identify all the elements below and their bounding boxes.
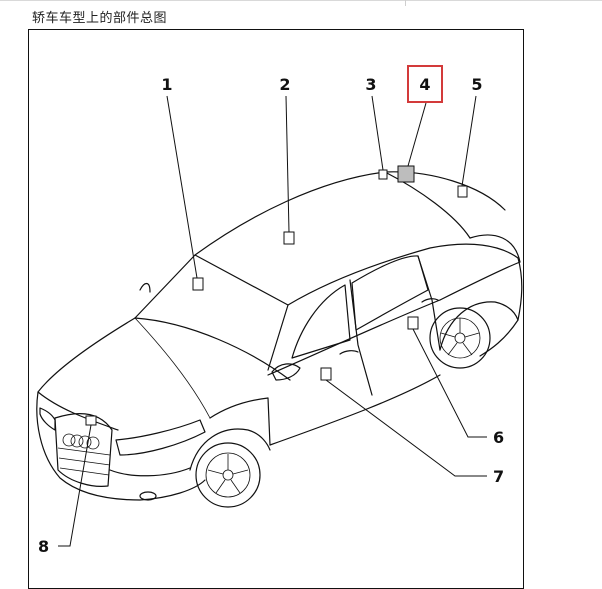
car-hood <box>37 317 136 431</box>
car-logo-rings <box>62 433 100 450</box>
car-front-rim <box>205 452 251 498</box>
callout-3: 3 <box>365 75 376 94</box>
car-roof <box>194 171 506 256</box>
car-front-bumper <box>109 467 191 477</box>
callout-6: 6 <box>493 428 504 447</box>
car-side-mirror <box>271 363 301 381</box>
car-sill <box>269 374 441 446</box>
callout-2: 2 <box>279 75 290 94</box>
car-grille-bars <box>57 447 111 476</box>
leader-lines <box>58 95 487 547</box>
leader-2 <box>285 95 290 233</box>
leader-6 <box>412 328 487 438</box>
component-parts <box>85 165 468 426</box>
leader-7 <box>325 379 487 477</box>
leader-3 <box>371 95 384 171</box>
car-headlight-left <box>39 407 56 431</box>
car-windshield <box>134 254 289 319</box>
car-hood-crease <box>134 317 211 419</box>
car-windshield-bottom <box>134 317 291 381</box>
callout-4: 4 <box>419 75 430 94</box>
car-rear-door-handle <box>421 298 439 303</box>
part-6-box <box>407 316 419 330</box>
part-1-box <box>192 277 204 291</box>
part-3-box <box>378 169 388 180</box>
car-illustration <box>36 171 523 508</box>
leader-4 <box>407 102 427 167</box>
car-rear-body <box>479 257 523 357</box>
car-front-door-handle <box>339 350 359 355</box>
car-rear-door <box>417 255 441 351</box>
part-2-box <box>283 231 295 245</box>
top-rule <box>0 0 602 1</box>
car-rear-side-window <box>351 255 429 331</box>
car-rear-quarter <box>439 261 521 301</box>
part-4-box <box>397 165 415 183</box>
page-title: 轿车车型上的部件总图 <box>32 11 168 26</box>
car-front-side-window <box>291 284 351 359</box>
car-rear-hub <box>454 332 466 344</box>
callout-labels: 1 2 3 4 5 6 7 8 <box>38 65 504 556</box>
car-front-hub <box>222 469 234 481</box>
car-far-mirror <box>139 282 151 293</box>
car-a-pillar <box>267 304 289 371</box>
leader-1 <box>166 95 198 279</box>
car-fog-light <box>139 491 157 501</box>
callout-5: 5 <box>471 75 482 94</box>
car-front-wheel-arch <box>189 428 271 471</box>
car-headlight-right <box>115 419 206 456</box>
leader-8 <box>58 424 92 547</box>
part-5-box <box>457 185 468 198</box>
car-body-side <box>209 397 271 446</box>
car-grille <box>54 412 113 487</box>
car-roof-rail <box>287 243 519 306</box>
top-tick <box>405 0 406 6</box>
car-front-door <box>349 279 373 396</box>
part-7-box <box>320 367 332 381</box>
car-rear-window <box>384 171 471 239</box>
car-front-spokes <box>207 454 249 494</box>
callout-4-highlight <box>407 65 443 103</box>
car-rear-wheel-arch <box>439 301 519 351</box>
car-front-fascia <box>36 391 206 501</box>
callout-8: 8 <box>38 537 49 556</box>
car-belt-line <box>267 299 441 376</box>
car-front-wheel <box>195 442 261 508</box>
car-rear-wheel <box>429 307 491 369</box>
callout-7: 7 <box>493 467 504 486</box>
car-trunk <box>469 234 521 263</box>
part-8-box <box>85 415 97 426</box>
car-rear-spokes <box>440 318 480 356</box>
leader-5 <box>461 95 477 187</box>
callout-1: 1 <box>161 75 172 94</box>
